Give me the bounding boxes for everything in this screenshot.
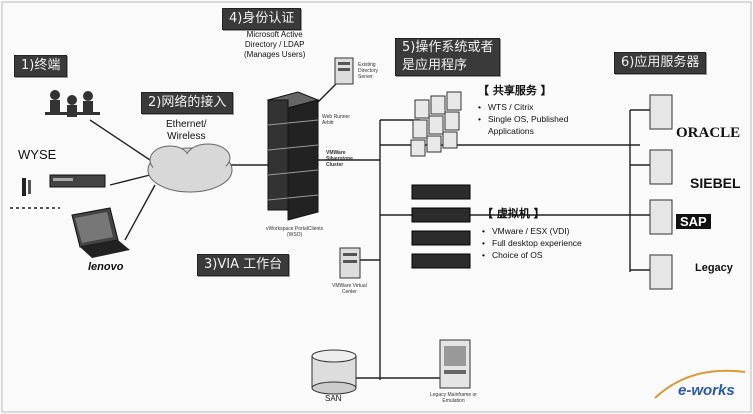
wyse-terminal-icon	[22, 174, 106, 196]
server-cluster-icon	[266, 91, 320, 221]
san-storage-icon	[311, 349, 357, 395]
callout-terminal: 1)终端	[14, 55, 68, 77]
shared-services-heading: 【 共享服务 】	[478, 84, 552, 97]
callout-app-servers: 6)应用服务器	[614, 52, 707, 74]
virtual-machine-heading: 【 虚拟机 】	[482, 207, 545, 220]
vm-server-stack-icon	[411, 184, 471, 269]
callout-os-app: 5)操作系统或者 是应用程序	[395, 38, 501, 76]
watermark-logo-icon	[654, 369, 746, 399]
shared-item: WTS / Citrix	[478, 101, 598, 113]
identity-description: Microsoft Active Directory / LDAP (Manag…	[244, 30, 306, 59]
virtual-item: VMware / ESX (VDI)	[482, 225, 582, 237]
lenovo-label: lenovo	[88, 261, 124, 273]
vmware-center-label: VMWare Virtual Center	[332, 283, 367, 295]
virtual-item: Full desktop experience	[482, 237, 582, 249]
legacy-label: Legacy	[695, 262, 733, 274]
shared-services-block: 【 共享服务 】 WTS / Citrix Single OS, Publish…	[478, 82, 598, 137]
virtual-machine-block: 【 虚拟机 】 VMware / ESX (VDI) Full desktop …	[482, 205, 582, 261]
directory-server-icon	[334, 57, 354, 85]
vmware-cluster-label: VMWare Silverstone Cluster	[326, 150, 353, 168]
callout-identity: 4)身份认证	[222, 8, 302, 30]
network-label: Ethernet/ Wireless	[166, 119, 207, 142]
network-cloud	[147, 143, 233, 193]
mainframe-icon	[439, 339, 471, 389]
san-label: SAN	[325, 394, 342, 403]
users-group-icon	[45, 90, 100, 117]
callout-network: 2)网络的接入	[141, 92, 234, 114]
callout-via: 3)VIA 工作台	[197, 254, 290, 276]
virtual-item: Choice of OS	[482, 249, 582, 261]
watermark-text: e-works	[678, 382, 735, 399]
legacy-mainframe-label: Legacy Mainframe or Emulation	[430, 392, 477, 404]
sap-label: SAP	[676, 214, 711, 229]
shared-item: Single OS, Published Applications	[478, 113, 598, 137]
siebel-label: SIEBEL	[690, 175, 741, 191]
laptop-icon	[71, 207, 130, 258]
wyse-label: WYSE	[18, 147, 57, 162]
existing-directory-label: Existing Directory Server	[358, 62, 379, 80]
vworkspace-label: vWorkspace PortalClients (WSO)	[266, 226, 324, 238]
app-server-icons	[649, 94, 673, 290]
shared-server-array-icon	[410, 91, 462, 157]
virtual-center-server-icon	[339, 247, 361, 279]
oracle-label: ORACLE	[676, 125, 741, 141]
web-runner-label: Web Runner Arbitr	[322, 114, 350, 126]
